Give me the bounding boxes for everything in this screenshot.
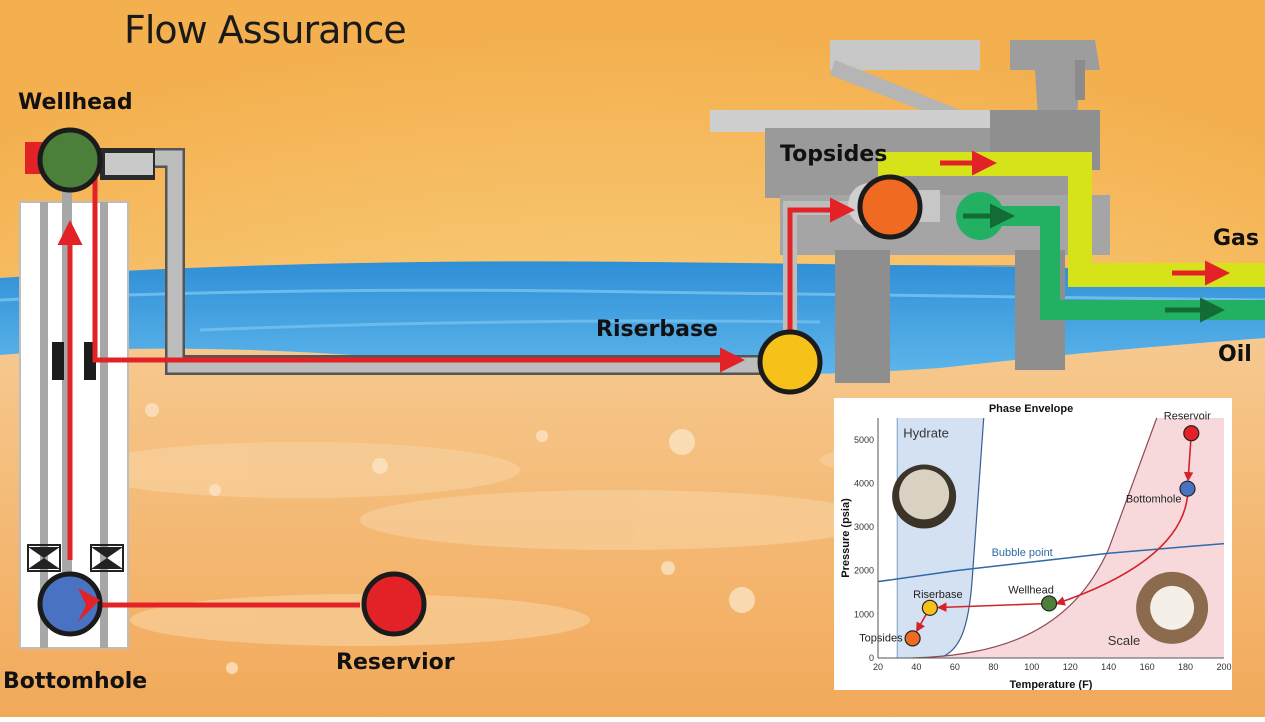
hydrate-sample-core (899, 469, 950, 520)
reservior-label: Reservior (336, 650, 455, 675)
bubble-point-line (877, 542, 1225, 583)
scale-label: Scale (1108, 633, 1141, 648)
hydrate-label: Hydrate (903, 426, 949, 441)
flowline-pipe (25, 142, 760, 375)
topsides-label: Topsides (780, 142, 888, 167)
x-tick-label: 60 (950, 662, 960, 672)
phase-flow-arrow (1055, 496, 1189, 606)
phase-flow-arrow (1183, 441, 1194, 482)
bubble-point-label: Bubble point (992, 547, 1053, 559)
riserbase-label: Riserbase (596, 317, 718, 342)
oil-label: Oil (1218, 342, 1252, 367)
oil-flow-arrows (963, 203, 1225, 323)
wellhead-node (37, 127, 103, 193)
valve-right (90, 544, 124, 572)
x-tick-label: 80 (988, 662, 998, 672)
point-label-reservoir: Reservoir (1164, 410, 1211, 422)
phase-flow-arrow (936, 602, 1042, 613)
x-tick-label: 120 (1063, 662, 1078, 672)
wellhead-label: Wellhead (18, 90, 133, 115)
point-label-bottomhole: Bottomhole (1126, 494, 1182, 506)
chart-title: Phase Envelope (989, 403, 1073, 415)
point-label-wellhead: Wellhead (1008, 584, 1054, 596)
reservoir-node (361, 571, 427, 637)
y-tick-label: 1000 (854, 609, 874, 619)
flow-path (57, 150, 1230, 618)
point-riserbase (921, 599, 939, 616)
point-bottomhole (1179, 480, 1196, 497)
x-tick-label: 140 (1101, 662, 1116, 672)
y-tick-label: 2000 (854, 566, 874, 576)
phase-flow-arrow (916, 614, 927, 633)
y-axis-label: Pressure (psia) (840, 498, 852, 578)
x-axis-label: Temperature (F) (1010, 679, 1093, 690)
y-tick-label: 4000 (854, 478, 874, 488)
point-topsides (904, 630, 921, 647)
valve-left (27, 544, 61, 572)
y-tick-label: 3000 (854, 522, 874, 532)
hydrate-boundary (939, 417, 985, 659)
point-reservoir (1183, 425, 1200, 442)
topsides-node (857, 174, 923, 240)
scale-boundary (912, 417, 1158, 659)
x-tick-label: 200 (1216, 662, 1231, 672)
point-wellhead (1040, 595, 1058, 612)
x-tick-label: 40 (911, 662, 921, 672)
point-label-topsides: Topsides (859, 632, 903, 644)
x-tick-label: 160 (1140, 662, 1155, 672)
y-tick-label: 5000 (854, 435, 874, 445)
bottomhole-node (37, 571, 103, 637)
bottomhole-label: Bottomhole (3, 669, 148, 694)
x-tick-label: 20 (873, 662, 883, 672)
hydrate-region (897, 418, 984, 658)
y-tick-label: 0 (869, 653, 874, 663)
packer-left (52, 342, 64, 380)
x-tick-label: 180 (1178, 662, 1193, 672)
point-label-riserbase: Riserbase (913, 589, 963, 601)
x-tick-label: 100 (1024, 662, 1039, 672)
gas-label: Gas (1213, 226, 1259, 251)
page-title: Flow Assurance (124, 8, 407, 52)
scale-sample-core (1150, 585, 1195, 630)
riserbase-node (757, 329, 823, 395)
